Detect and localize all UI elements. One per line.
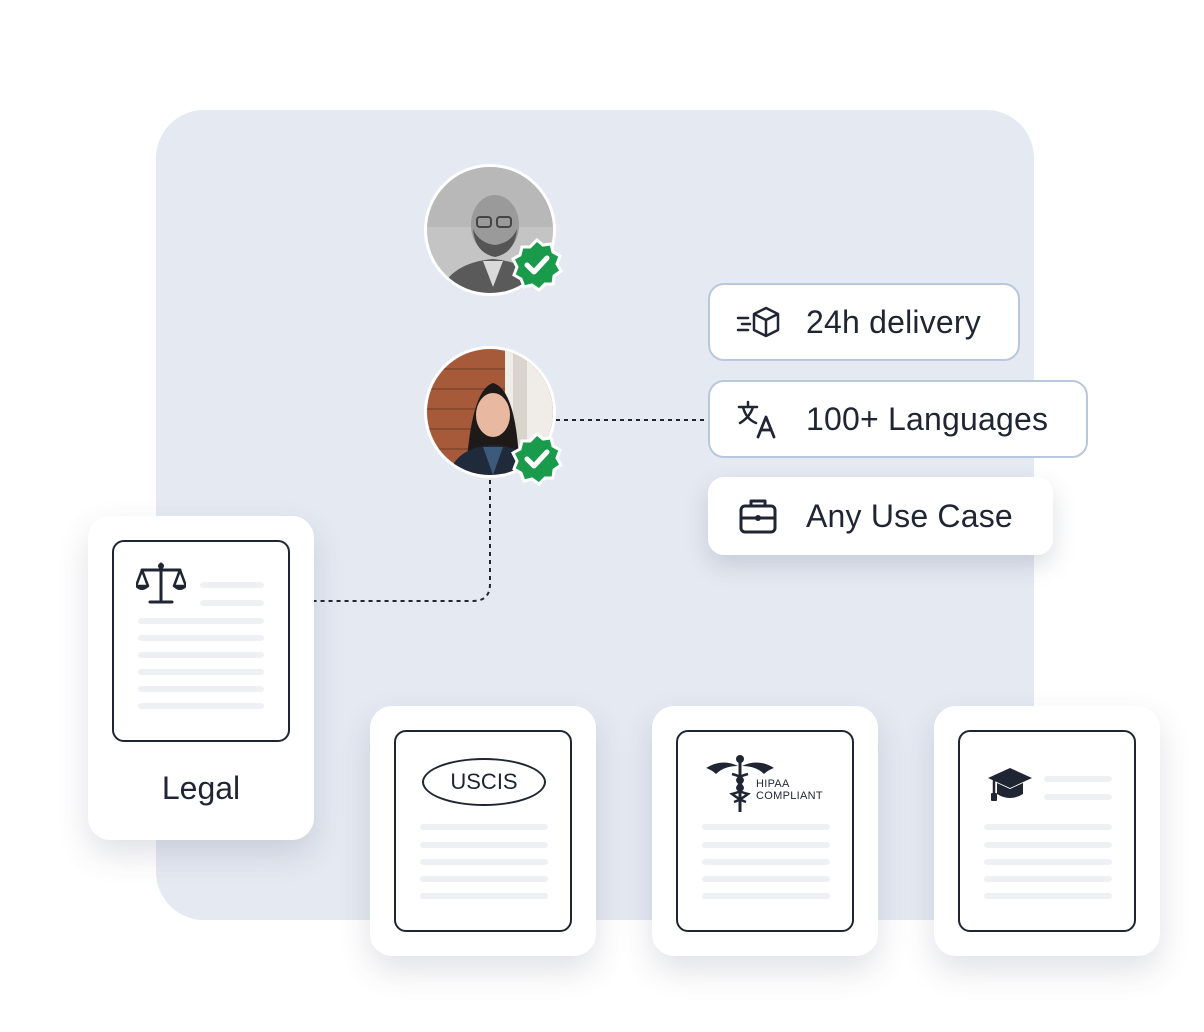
feature-label: 24h delivery (806, 303, 981, 340)
briefcase-icon (739, 499, 777, 534)
education-card (934, 706, 1160, 956)
feature-pill-delivery: 24h delivery (708, 283, 1020, 361)
legal-card: Legal (88, 516, 314, 840)
verified-badge-icon (511, 432, 563, 486)
graduation-cap-icon (988, 768, 1032, 801)
uscis-document: USCIS (394, 730, 572, 932)
scales-icon (136, 562, 186, 604)
education-document (958, 730, 1136, 932)
verified-badge-icon (511, 238, 563, 292)
hipaa-line-1: HIPAA (756, 778, 790, 790)
feature-label: 100+ Languages (806, 400, 1049, 437)
delivery-box-icon (736, 306, 780, 338)
uscis-seal: USCIS (422, 758, 546, 806)
hipaa-logo-text: HIPAA COMPLIANT (756, 778, 823, 802)
hipaa-line-2: COMPLIANT (756, 790, 823, 802)
hipaa-card: HIPAA COMPLIANT (652, 706, 878, 956)
uscis-card: USCIS (370, 706, 596, 956)
feature-pill-use-case: Any Use Case (708, 477, 1053, 555)
feature-pill-languages: 100+ Languages (708, 380, 1088, 458)
feature-label: Any Use Case (806, 497, 1013, 534)
legal-document (112, 540, 290, 742)
hipaa-document: HIPAA COMPLIANT (676, 730, 854, 932)
caduceus-icon (706, 755, 774, 812)
legal-label: Legal (161, 770, 241, 806)
translate-icon (737, 400, 776, 439)
